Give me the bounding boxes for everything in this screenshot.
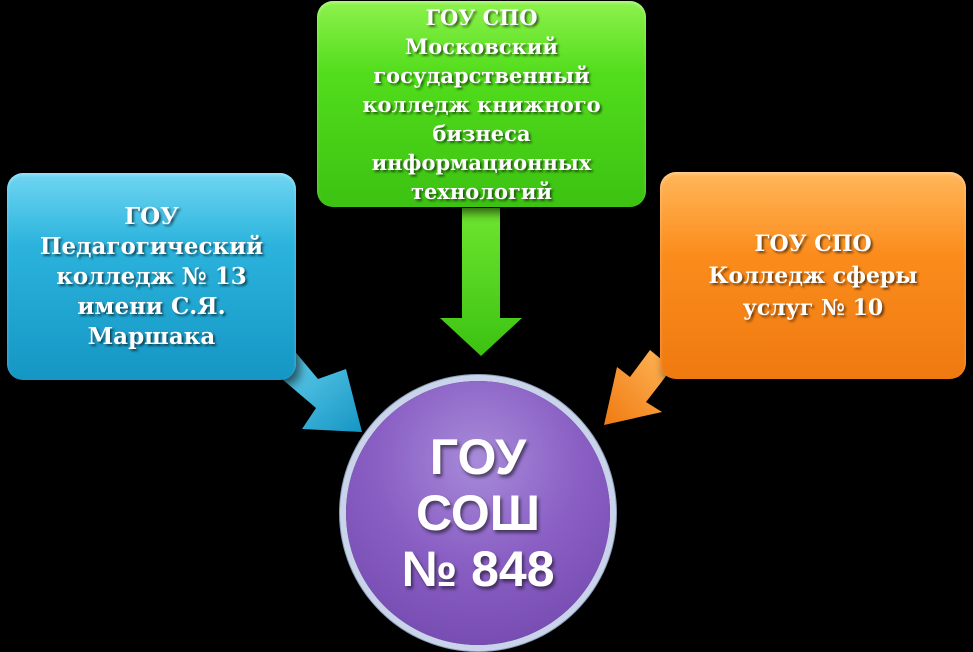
node-school-848: ГОУ СОШ № 848 [346,381,610,645]
node-services-college: ГОУ СПО Колледж сферы услуг № 10 [660,172,966,379]
node-book-business-college: ГОУ СПО Московский государственный колле… [317,1,646,207]
top-to-center-arrow-icon [440,208,522,356]
right-to-center-arrow-icon [604,350,672,425]
node-pedagogical-college: ГОУ Педагогический колледж № 13 имени С.… [7,173,296,380]
